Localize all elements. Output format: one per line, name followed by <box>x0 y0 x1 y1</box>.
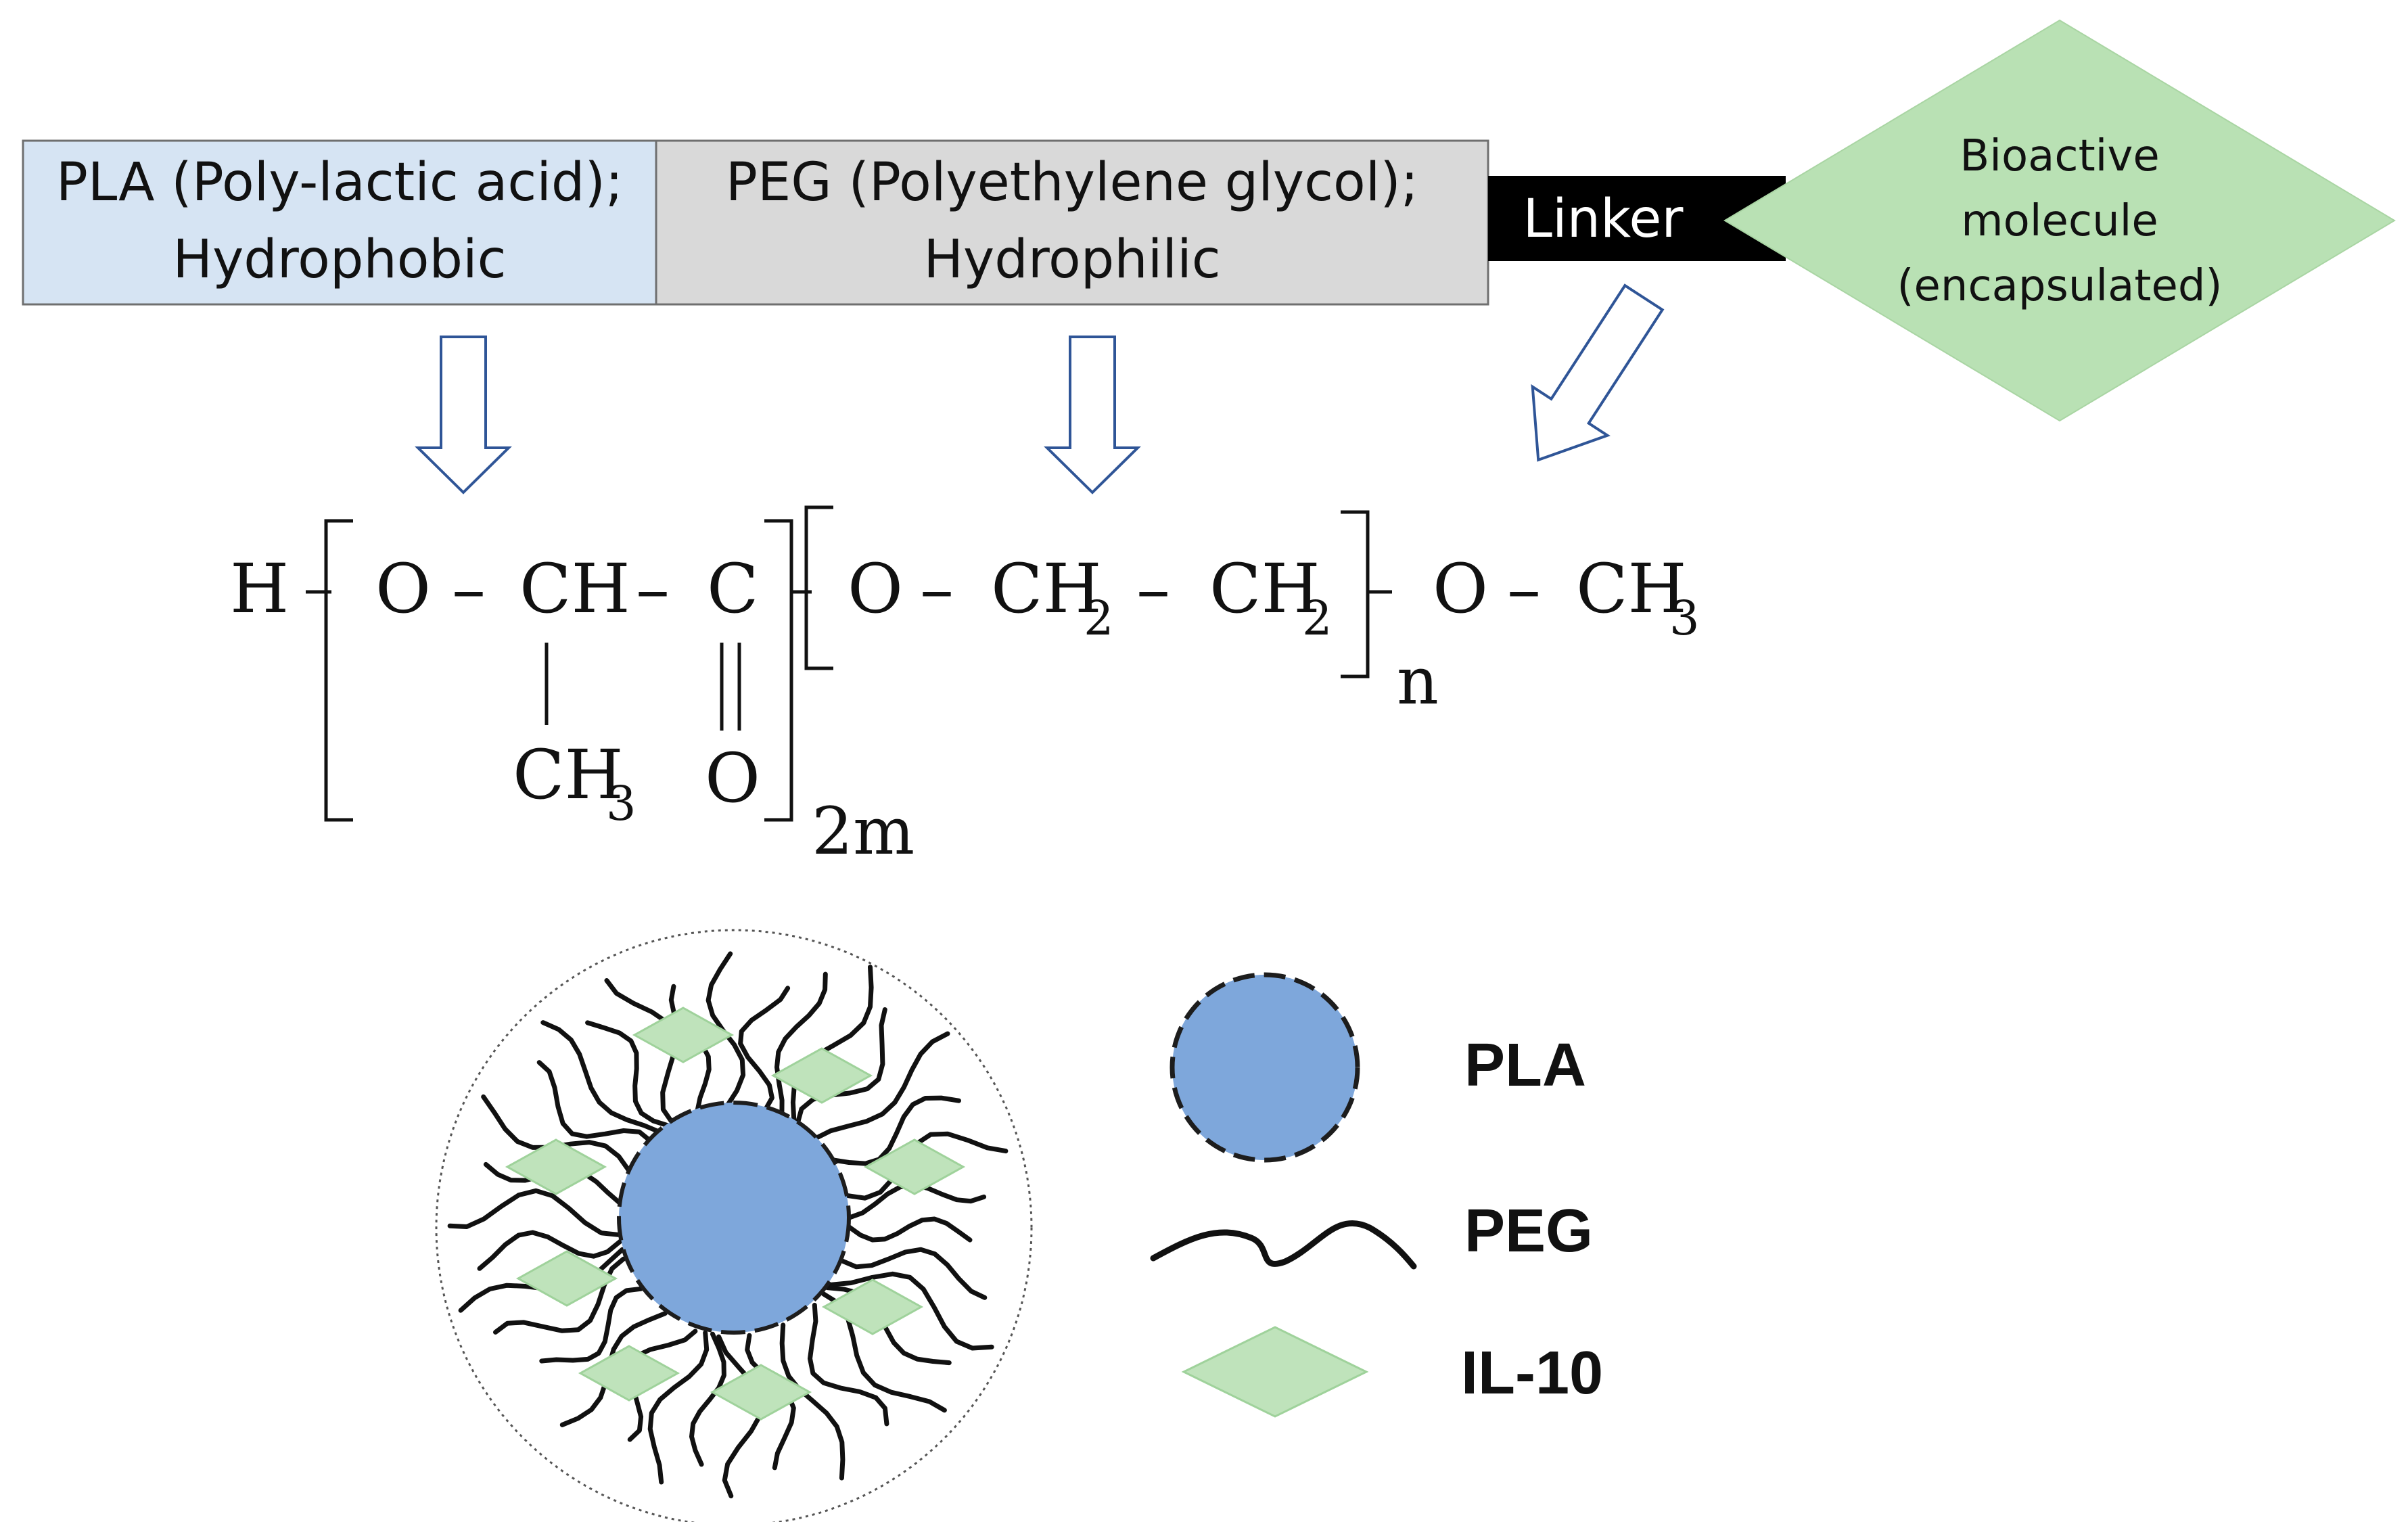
il10-marker <box>821 1278 924 1335</box>
bioactive-label-3: (encapsulated) <box>1897 261 2223 311</box>
peg-down-arrow <box>1044 336 1141 494</box>
peg-block-label-1: PEG (Polyethylene glycol); <box>726 152 1418 213</box>
peg-block-label-2: Hydrophilic <box>923 229 1220 290</box>
legend-peg-label: PEG <box>1464 1197 1593 1265</box>
legend-peg-swatch <box>1150 1220 1417 1270</box>
terminal-oxygen: O <box>1433 549 1488 628</box>
legend: PLA PEG IL-10 <box>1150 972 1603 1418</box>
pla-block <box>22 139 657 306</box>
peg-chain <box>812 1031 950 1141</box>
bioactive-molecule-diamond <box>1723 19 2396 422</box>
peg-chain <box>647 1330 710 1485</box>
pla-repeat-left-bracket <box>324 519 353 822</box>
micelle-outline <box>435 929 1033 1522</box>
il10-markers <box>505 1007 966 1421</box>
methylene-group-1-subscript: 2 <box>1084 591 1114 646</box>
peg-chain <box>447 1188 621 1237</box>
bond-o-ch3: – <box>1507 549 1541 628</box>
peg-chain <box>840 1247 988 1300</box>
peg-chain <box>536 1060 653 1143</box>
methyl-branch-subscript: 3 <box>606 776 636 831</box>
pla-core <box>617 1101 851 1335</box>
bioactive-label-1: Bioactive <box>1960 131 2159 181</box>
linker-diagonal-arrow <box>1531 283 1665 462</box>
peg-chain <box>829 1271 994 1351</box>
il10-marker <box>770 1047 873 1104</box>
bond-o-ch2: – <box>920 549 954 628</box>
peg-repeat-right-bracket <box>1341 510 1370 678</box>
peg-repeat-count: n <box>1397 643 1439 719</box>
pla-repeat-count: 2m <box>812 793 914 869</box>
terminal-methyl-subscript: 3 <box>1669 591 1700 646</box>
terminal-methyl: CH <box>1576 549 1687 628</box>
methyl-branch: CH <box>513 735 624 814</box>
methylene-group-2: CH <box>1209 549 1320 628</box>
pla-down-arrow <box>415 336 512 494</box>
peg-chain <box>477 1230 623 1271</box>
il10-marker <box>863 1138 966 1195</box>
peg-block <box>655 139 1489 306</box>
peg-chain <box>774 971 828 1119</box>
micelle-illustration <box>435 929 1033 1522</box>
methylene-group-2-subscript: 2 <box>1302 591 1333 646</box>
peg-chain <box>829 1095 961 1166</box>
linker-label: Linker <box>1523 189 1684 250</box>
pla-repeat-right-bracket <box>764 519 793 822</box>
peg-chain <box>790 965 874 1126</box>
carbonyl-oxygen: O <box>705 739 760 818</box>
il10-marker <box>710 1364 812 1421</box>
methylene-group-1: CH <box>991 549 1102 628</box>
pla-block-label-2: Hydrophobic <box>172 229 506 290</box>
peg-chain <box>779 1322 846 1481</box>
il10-marker <box>632 1007 735 1063</box>
bond-ch2-ch2: – <box>1136 549 1170 628</box>
peg-chain <box>846 1216 973 1243</box>
peg-chain <box>585 1020 672 1128</box>
peg-chain <box>795 1007 887 1127</box>
il10-marker <box>578 1345 680 1402</box>
carbonyl-carbon: C <box>707 549 759 628</box>
methine-group: CH <box>519 549 630 628</box>
chemical-formula: H O – CH CH 3 – C O 2m O – CH 2 – CH 2 n… <box>230 505 1700 869</box>
peg-oxygen: O <box>848 549 903 628</box>
bond-ch-c: – <box>636 549 670 628</box>
peg-chain <box>539 1286 643 1364</box>
il10-marker <box>505 1138 607 1195</box>
bioactive-label-2: molecule <box>1961 196 2158 246</box>
peg-chain <box>808 1302 889 1427</box>
legend-il10-label: IL-10 <box>1461 1339 1603 1407</box>
bond-o-ch: – <box>452 549 486 628</box>
peg-chain <box>689 1331 726 1467</box>
peg-chain <box>738 986 791 1112</box>
peg-repeat-left-bracket <box>804 505 833 670</box>
il10-marker <box>515 1250 618 1307</box>
hydrogen-atom: H <box>230 549 289 628</box>
peg-chain <box>540 1020 663 1135</box>
legend-pla-swatch <box>1170 972 1360 1163</box>
pla-block-label-1: PLA (Poly-lactic acid); <box>56 152 623 213</box>
legend-il10-swatch <box>1181 1326 1369 1418</box>
legend-pla-label: PLA <box>1464 1032 1586 1099</box>
pla-oxygen: O <box>375 549 431 628</box>
